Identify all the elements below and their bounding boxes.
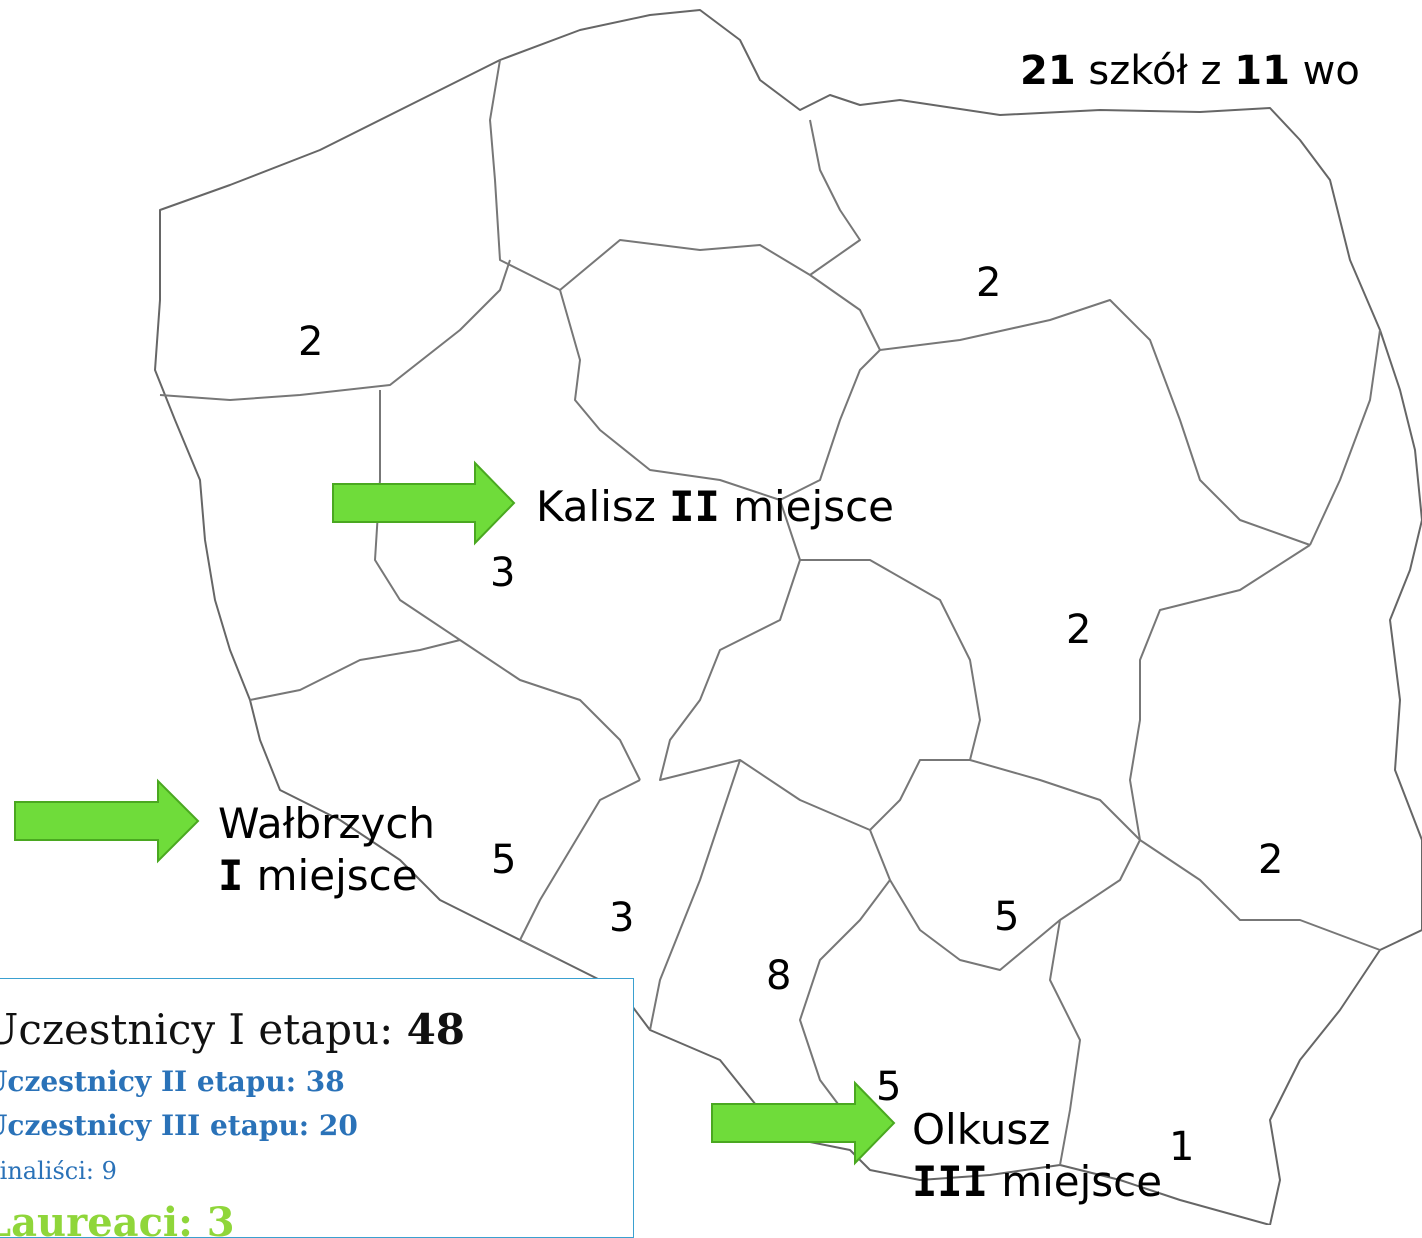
count-mazovia: 2: [1066, 607, 1092, 653]
border-lublin-south: [1139, 839, 1381, 951]
count-greater-poland: 3: [490, 550, 516, 596]
count-opole: 3: [609, 895, 635, 941]
arrow-walbrzych: [14, 778, 200, 864]
stats-laureates: Laureaci: 3: [0, 1199, 235, 1238]
count-west-pomerania: 2: [298, 319, 324, 365]
border-swietokrzyskie: [889, 759, 1141, 971]
label-kalisz: Kalisz II miejsce: [536, 482, 895, 531]
border-lodz-mazovia: [800, 559, 981, 761]
border-mazovia-lublin: [1129, 544, 1311, 841]
country-outline: [154, 9, 1422, 1225]
stats-stage3: Uczestnicy III etapu: 20: [0, 1109, 358, 1142]
border-kuyavia-ring: [559, 289, 881, 501]
border-west-north: [159, 259, 511, 401]
count-lesser-poland: 5: [876, 1064, 902, 1110]
border-opole: [519, 779, 641, 961]
arrow-kalisz: [332, 460, 516, 546]
stats-box: Uczestnicy I etapu: 48 Uczestnicy II eta…: [0, 978, 634, 1238]
border-pomerania-east: [809, 119, 861, 276]
border-warmia-mazovia: [879, 299, 1311, 546]
border-lower-silesia-lubusz: [249, 639, 461, 701]
headline: 21 szkół z 11 wo: [1020, 48, 1360, 94]
border-silesia: [649, 759, 741, 1031]
count-lublin: 2: [1258, 837, 1284, 883]
border-podlaskie: [1309, 329, 1381, 546]
border-lodz-east: [659, 499, 970, 831]
count-lower-silesia: 5: [491, 837, 517, 883]
count-silesia: 8: [766, 953, 792, 999]
count-swietokrzyskie: 5: [994, 894, 1020, 940]
stats-stage1: Uczestnicy I etapu: 48: [0, 1005, 466, 1054]
stats-stage2: Uczestnicy II etapu: 38: [0, 1065, 345, 1098]
stats-finalists: Finaliści: 9: [0, 1157, 117, 1185]
count-subcarpathia: 1: [1169, 1124, 1195, 1170]
border-subcarpathia: [1049, 919, 1081, 1166]
count-warmia-masuria: 2: [976, 260, 1002, 306]
border-north-central: [489, 59, 881, 351]
arrow-olkusz: [711, 1080, 896, 1166]
